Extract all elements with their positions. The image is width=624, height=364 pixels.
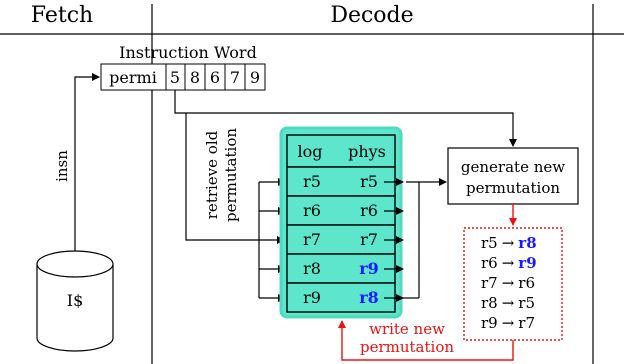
instruction-cache-cylinder: I$ <box>36 250 114 352</box>
instruction-field-box <box>100 63 167 91</box>
table-cell-phys: r7 <box>360 230 378 249</box>
instruction-field: 5 <box>170 68 180 87</box>
table-cell-phys: r5 <box>360 172 378 191</box>
instruction-field: 8 <box>190 68 200 87</box>
stage-decode-label: Decode <box>330 3 413 28</box>
field-to-generate-arrow <box>174 90 517 147</box>
table-cell-log: r5 <box>303 172 321 191</box>
generate-permutation-box: generate new permutation <box>447 147 579 205</box>
mapping-line: r8→r5 <box>481 294 535 312</box>
table-row <box>286 224 396 255</box>
retrieve-arrow <box>185 113 285 244</box>
table-header-log: log <box>298 142 323 161</box>
insn-arrow <box>74 73 100 251</box>
table-output-arrows <box>384 178 447 302</box>
table-cell-phys: r6 <box>360 201 378 220</box>
mapping-line: r5→r8 <box>481 234 537 252</box>
cache-label: I$ <box>67 291 84 310</box>
instruction-field: 9 <box>250 68 260 87</box>
mapping-line: r9→r7 <box>481 314 535 332</box>
write-label-line1: write new <box>369 320 445 338</box>
stage-fetch-label: Fetch <box>31 3 93 28</box>
table-header-phys: phys <box>348 142 386 161</box>
instruction-word: permi 5 8 6 7 9 <box>100 63 266 91</box>
instruction-field: 6 <box>210 68 220 87</box>
instruction-field-box <box>244 63 266 91</box>
generate-label-line1: generate new <box>461 158 565 176</box>
new-permutation-box: r5→r8 r6→r9 r7→r6 r8→r5 r9→r7 <box>463 227 563 341</box>
instruction-word-title: Instruction Word <box>119 43 257 62</box>
table-cell-log: r9 <box>303 288 321 307</box>
write-label-line2: permutation <box>360 338 454 356</box>
table-cell-phys-changed: r8 <box>359 288 379 307</box>
permutation-table: log phys r5 r5 r6 r6 r7 r7 r8 r9 r9 r8 <box>279 126 403 319</box>
retrieve-label-line1: retrieve old <box>203 130 221 219</box>
table-cell-log: r6 <box>303 201 321 220</box>
generate-label-line2: permutation <box>466 179 560 197</box>
write-permutation-arrow <box>338 320 514 361</box>
mapping-line: r6→r9 <box>481 254 537 272</box>
table-cell-log: r7 <box>303 230 321 249</box>
table-cell-log: r8 <box>303 259 321 278</box>
instruction-field: 7 <box>230 68 240 87</box>
mapping-line: r7→r6 <box>481 274 535 292</box>
retrieve-label-line2: permutation <box>222 128 240 222</box>
table-cell-phys-changed: r9 <box>359 259 379 278</box>
insn-label: insn <box>53 150 71 182</box>
instruction-opcode: permi <box>109 68 157 87</box>
table-row <box>286 253 396 284</box>
